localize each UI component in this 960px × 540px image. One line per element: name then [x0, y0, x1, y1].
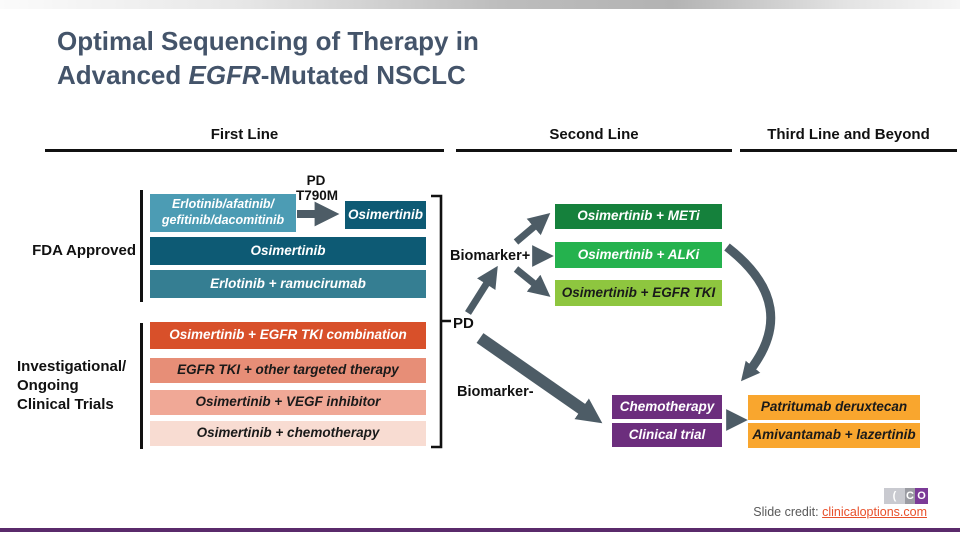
footer-purple-bar [0, 528, 960, 532]
fda-group-line [140, 190, 143, 302]
t790m-label: T790M [295, 188, 339, 203]
title-line2: Advanced EGFR-Mutated NSCLC [57, 60, 466, 90]
pd-label-first-line: PD [306, 173, 326, 188]
arrow-pd-to-chemotherapy [476, 333, 603, 424]
arrow-biomarker-positive-to-meti [513, 212, 551, 245]
box-osimertinib-first-line: Osimertinib [150, 237, 426, 265]
box-first-gen-egfr-tkis: Erlotinib/afatinib/gefitinib/dacomitinib [150, 194, 296, 232]
box-erlotinib-ramucirumab: Erlotinib + ramucirumab [150, 270, 426, 298]
arrow-biomarker-positive-to-egfr-tki [513, 266, 551, 297]
cco-logo-tile-1: ( [884, 488, 905, 504]
box-amivantamab-lazertinib: Amivantamab + lazertinib [748, 423, 920, 448]
box-egfr-tki-other-targeted: EGFR TKI + other targeted therapy [150, 358, 426, 383]
cco-logo: ( C O [884, 488, 928, 504]
box-chemotherapy: Chemotherapy [612, 395, 722, 419]
box-osimertinib-alki: Osimertinib + ALKi [555, 242, 722, 268]
investigational-group-line [140, 323, 143, 449]
top-gradient-bar [0, 0, 960, 9]
cco-logo-tile-3: O [915, 488, 928, 504]
row-label-fda-approved: FDA Approved [32, 242, 136, 259]
row-label-investigational: Investigational/ Ongoing Clinical Trials [17, 358, 127, 413]
title-gene-italic: EGFR [188, 60, 261, 90]
box-osimertinib-after-t790m: Osimertinib [345, 201, 426, 229]
column-header-third-line: Third Line and Beyond [767, 126, 930, 143]
box-osimertinib-meti: Osimertinib + METi [555, 204, 722, 229]
box-osimertinib-chemotherapy: Osimertinib + chemotherapy [150, 421, 426, 446]
box-osimertinib-vegf-inhibitor: Osimertinib + VEGF inhibitor [150, 390, 426, 415]
arrow-second-line-to-third-line-curve [724, 243, 776, 382]
page-title: Optimal Sequencing of Therapy in Advance… [57, 24, 697, 92]
pd-label-second-line: PD [453, 315, 474, 332]
biomarker-negative-label: Biomarker- [457, 384, 534, 400]
second-line-rule [456, 149, 732, 152]
slide-credit-label: Slide credit: [753, 505, 823, 519]
arrow-pd-to-biomarker-positive [465, 265, 498, 315]
box-osimertinib-egfr-tki-combination: Osimertinib + EGFR TKI combination [150, 322, 426, 349]
first-line-pd-bracket [431, 194, 451, 449]
title-line1: Optimal Sequencing of Therapy in [57, 26, 479, 56]
biomarker-positive-label: Biomarker+ [450, 248, 531, 264]
column-header-second-line: Second Line [549, 126, 639, 143]
third-line-rule [740, 149, 957, 152]
column-header-first-line: First Line [210, 126, 279, 143]
slide-credit-link[interactable]: clinicaloptions.com [822, 505, 927, 519]
box-clinical-trial: Clinical trial [612, 423, 722, 447]
slide-credit: Slide credit: clinicaloptions.com [753, 505, 927, 519]
cco-logo-tile-2: C [905, 488, 915, 504]
first-line-rule [45, 149, 444, 152]
box-patritumab-deruxtecan: Patritumab deruxtecan [748, 395, 920, 420]
box-osimertinib-egfr-tki: Osimertinib + EGFR TKI [555, 280, 722, 306]
